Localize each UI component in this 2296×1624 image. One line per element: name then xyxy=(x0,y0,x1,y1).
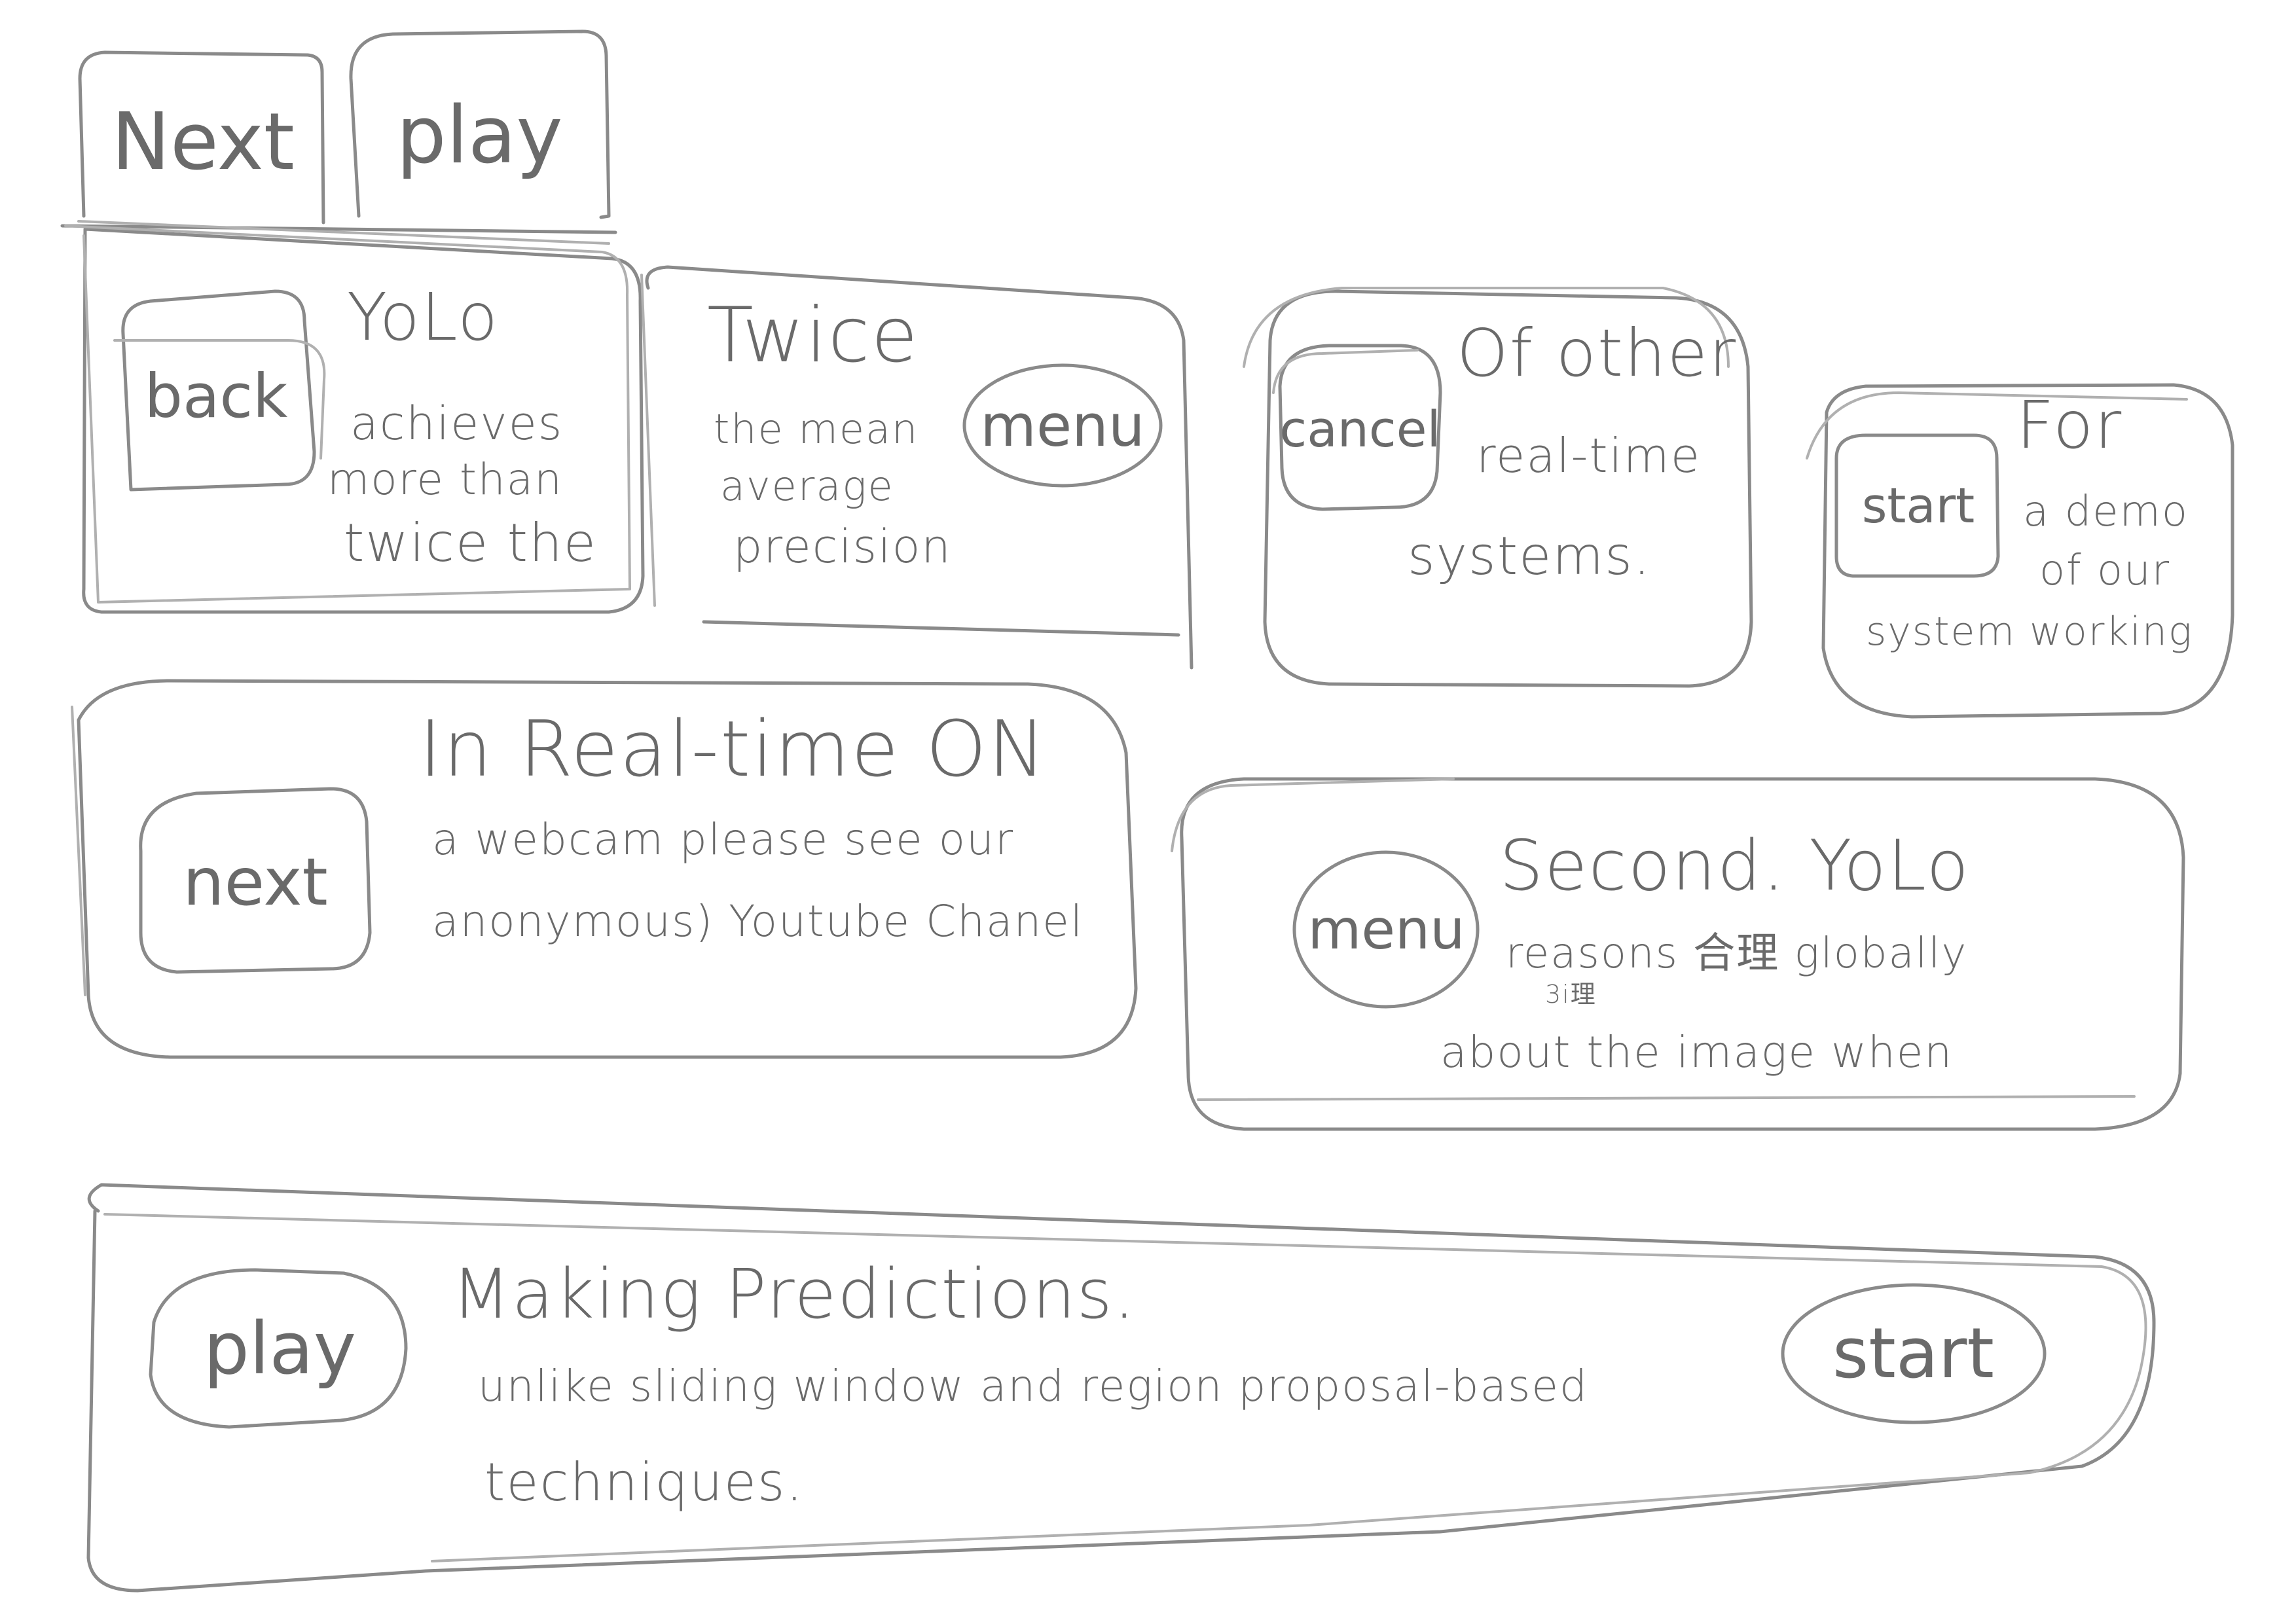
start-button-outline-2 xyxy=(1781,1283,2047,1424)
menu-button-outline-1 xyxy=(962,363,1163,488)
card-twice-line1: the mean xyxy=(714,405,919,453)
next-button-label: next xyxy=(183,844,328,920)
start-button[interactable]: start xyxy=(1784,1286,2043,1420)
menu-button-2-label: menu xyxy=(1307,897,1465,962)
next-tab-button[interactable]: Next xyxy=(85,72,321,213)
menu-button[interactable]: menu xyxy=(968,370,1157,481)
start-button-label: start xyxy=(1832,1313,1994,1394)
cancel-button[interactable]: cancel xyxy=(1279,350,1440,507)
next-button-outline xyxy=(139,787,372,974)
menu-button-outline-2 xyxy=(1292,850,1480,1009)
card-demo-line3: system working xyxy=(1866,609,2193,655)
card-yolo-line2: more than xyxy=(327,454,563,505)
card-demo-title: For xyxy=(2016,387,2123,463)
card-second-line1-note: 3i理 xyxy=(1545,980,1597,1009)
back-button-outline xyxy=(121,289,316,492)
next-tab-label: Next xyxy=(111,97,295,188)
card-second-line2: about the image when xyxy=(1440,1027,1954,1077)
card-yolo-line1: achieves xyxy=(350,397,564,450)
card-predictions-line2: techniques. xyxy=(484,1452,805,1513)
card-realtime-line2: anonymous) Youtube Chanel xyxy=(432,896,1084,947)
play-tab-label: play xyxy=(396,90,563,181)
back-button[interactable]: back xyxy=(128,308,304,484)
card-second-outline xyxy=(1180,777,2185,1131)
card-twice-line2: average xyxy=(720,462,894,510)
card-demo-outline xyxy=(1821,383,2234,719)
start-button-small[interactable]: start xyxy=(1840,439,1997,573)
card-demo-line2: of our xyxy=(2039,547,2171,595)
back-button-label: back xyxy=(144,361,288,431)
card-demo-line1: a demo xyxy=(2023,488,2189,536)
card-second-line1: reasons 合理 globally xyxy=(1506,929,1968,978)
card-yolo-title: YoLo xyxy=(347,279,500,355)
menu-button-label: menu xyxy=(980,391,1145,460)
play-button-outline xyxy=(149,1268,408,1429)
card-twice-outline xyxy=(645,265,1194,670)
card-second-title: Second. YoLo xyxy=(1499,825,1971,906)
card-predictions-outline xyxy=(86,1183,2156,1593)
card-predictions-title: Making Predictions. xyxy=(452,1254,1137,1334)
start-button-outline-1 xyxy=(1834,433,2000,578)
next-button[interactable]: next xyxy=(144,795,367,969)
card-yolo-outline xyxy=(82,227,645,614)
card-other-title: Of other xyxy=(1457,315,1738,391)
card-other-line1: real-time xyxy=(1476,428,1702,483)
start-button-small-label: start xyxy=(1861,477,1975,534)
card-other-line2: systems. xyxy=(1408,526,1652,586)
play-button-label: play xyxy=(204,1307,356,1390)
card-twice-title: Twice xyxy=(707,291,919,380)
menu-button-2[interactable]: menu xyxy=(1296,854,1476,1005)
cancel-button-outline xyxy=(1278,344,1442,511)
card-realtime-line1: a webcam please see our xyxy=(432,814,1015,865)
play-tab-button[interactable]: play xyxy=(354,65,606,206)
play-button[interactable]: play xyxy=(157,1273,403,1424)
card-yolo-line3: twice the xyxy=(344,513,597,573)
next-tab-outline xyxy=(78,50,325,225)
card-realtime-title: In Real-time ON xyxy=(419,704,1048,794)
card-predictions-line1: unlike sliding window and region proposa… xyxy=(478,1361,1588,1411)
card-realtime-outline xyxy=(77,679,1138,1059)
play-tab-outline xyxy=(349,29,611,219)
card-twice-line3: precision xyxy=(733,520,952,573)
cancel-button-label: cancel xyxy=(1279,399,1441,458)
